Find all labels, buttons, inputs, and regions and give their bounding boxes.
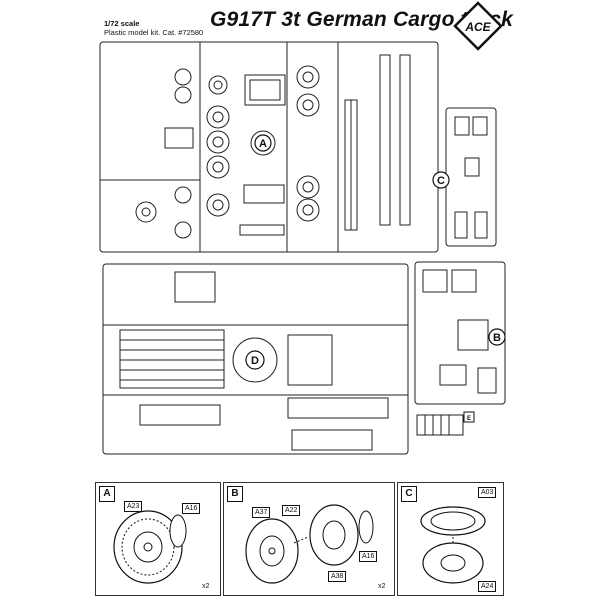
callout-a16: A16 [359, 551, 378, 562]
svg-text:B: B [493, 332, 501, 344]
svg-text:C: C [437, 175, 445, 187]
svg-text:D: D [251, 355, 259, 367]
callout-a03: A03 [478, 487, 497, 498]
sprue-letter-d: D [245, 350, 265, 370]
page-title: G917T 3t German Cargo truck [210, 8, 513, 31]
sprue-letter-b: B [488, 328, 506, 346]
assembly-panel-c: C A03 A24 [397, 482, 504, 596]
callout-a23: A23 [124, 501, 143, 512]
sprue-c [445, 107, 497, 247]
panel-letter: A [99, 486, 115, 502]
assembly-panel-b: B A37 A22 A16 A38 x2 [223, 482, 395, 596]
panel-letter: C [401, 486, 417, 502]
assembly-panel-a: A A23 A16 x2 [95, 482, 221, 596]
catalog-text: Plastic model kit. Cat. #72580 [104, 28, 204, 37]
callout-a37: A37 [252, 507, 271, 518]
panel-letter: B [227, 486, 243, 502]
ace-logo: ACE [453, 1, 503, 51]
sprue-letter-c: C [432, 171, 450, 189]
svg-text:ACE: ACE [464, 20, 491, 34]
scale-text: 1/72 scale [104, 19, 140, 28]
multiplier: x2 [378, 583, 386, 590]
svg-text:A: A [259, 138, 267, 150]
sprue-letter-e: E [463, 411, 475, 423]
sprue-d [102, 263, 409, 455]
wheel-drawing [113, 510, 187, 584]
sprue-letter-a: A [254, 134, 272, 152]
multiplier: x2 [202, 583, 210, 590]
callout-a16: A16 [182, 503, 201, 514]
sprue-e [416, 414, 464, 436]
callout-a22: A22 [282, 505, 301, 516]
callout-a38: A38 [328, 571, 347, 582]
sprue-sheet: A C D B E [99, 41, 506, 455]
sprue-a [99, 41, 439, 253]
spare-wheel-drawing [420, 506, 486, 584]
sprue-b [414, 261, 506, 405]
dual-wheel-drawing [245, 504, 374, 584]
callout-a24: A24 [478, 581, 497, 592]
svg-text:E: E [467, 416, 471, 422]
